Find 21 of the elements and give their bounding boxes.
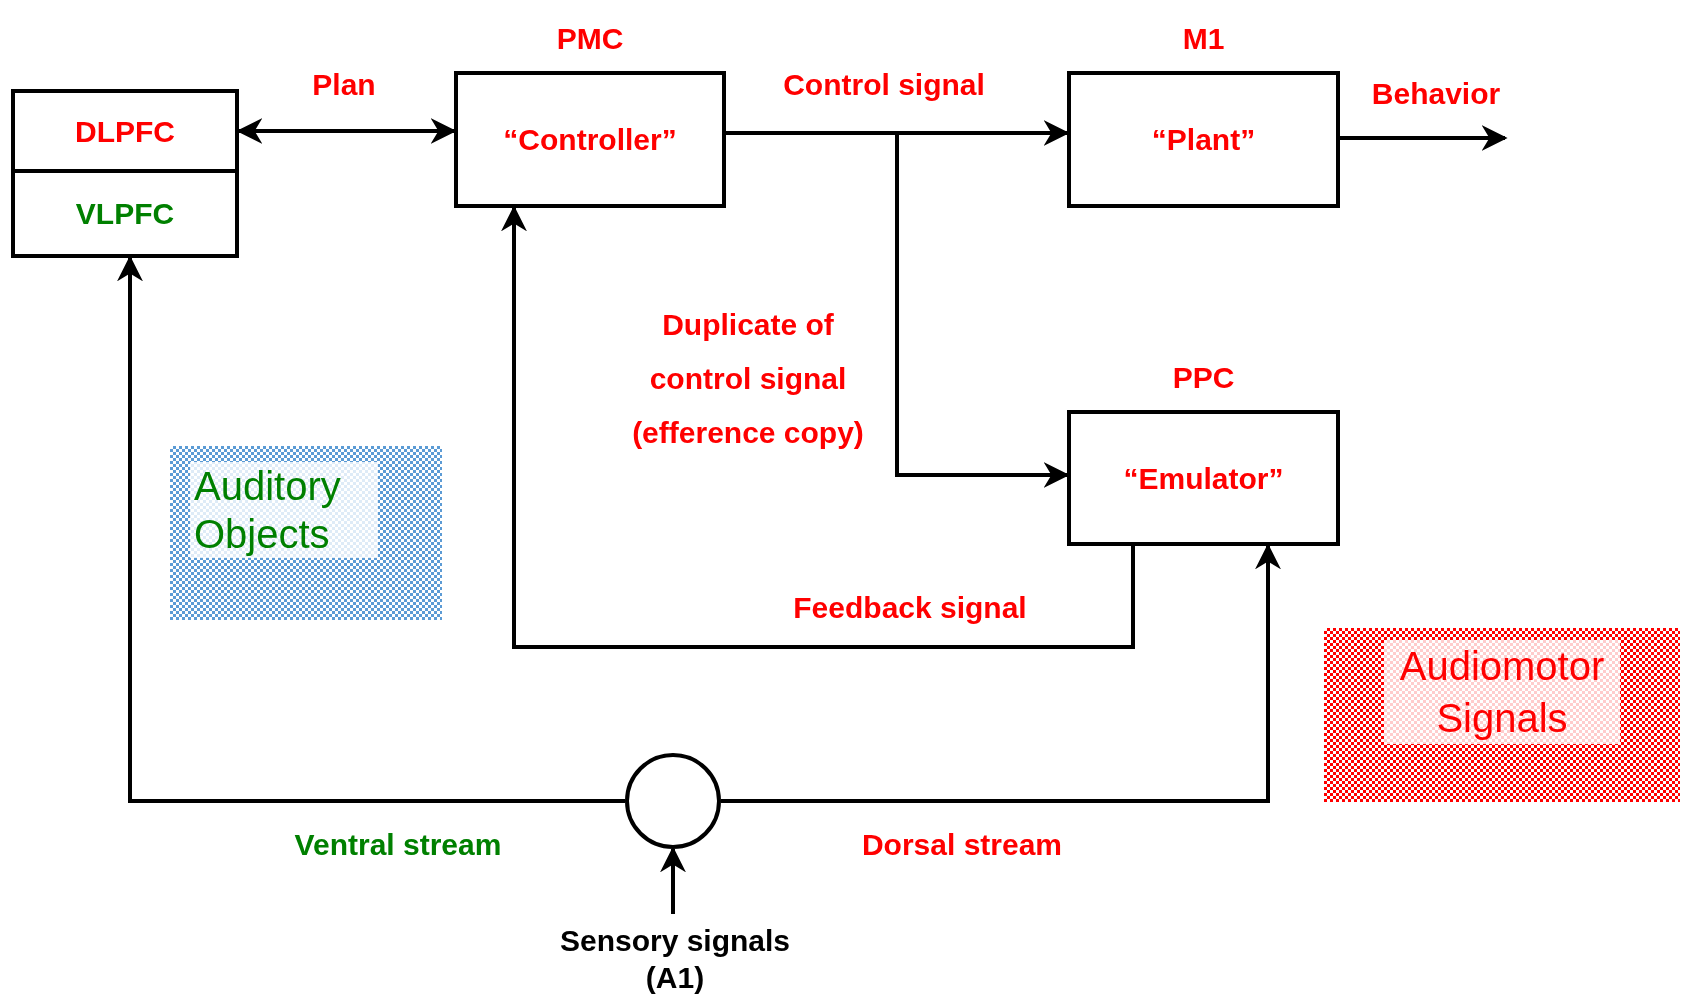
region-heading: M1 [1181,21,1226,57]
node-text: “Controller” [503,122,677,158]
node-text: Auditory Objects [190,462,378,558]
edge-label: Ventral stream [294,827,502,863]
pattern-box [1324,628,1680,802]
edge-label: Feedback signal [793,590,1027,626]
edge-label: Control signal [783,67,985,103]
node-text: Audiomotor Signals [1384,640,1620,744]
node-text: “Emulator” [1123,460,1284,497]
edge-label: Plan [312,67,376,103]
edge-label: Duplicate of control signal (efference copy) [631,307,865,451]
node-text: Sensory signals (A1) [558,922,792,996]
node-text: VLPFC [75,196,175,232]
arrow [1340,125,1508,151]
region-heading: PPC [1171,360,1236,396]
node-text: “Plant” [1151,122,1256,158]
node-text: DLPFC [75,113,175,150]
region-heading: PMC [555,21,625,57]
pattern-box [170,446,442,620]
edge-label: Dorsal stream [861,827,1063,863]
edge-label: Behavior [1371,76,1501,112]
